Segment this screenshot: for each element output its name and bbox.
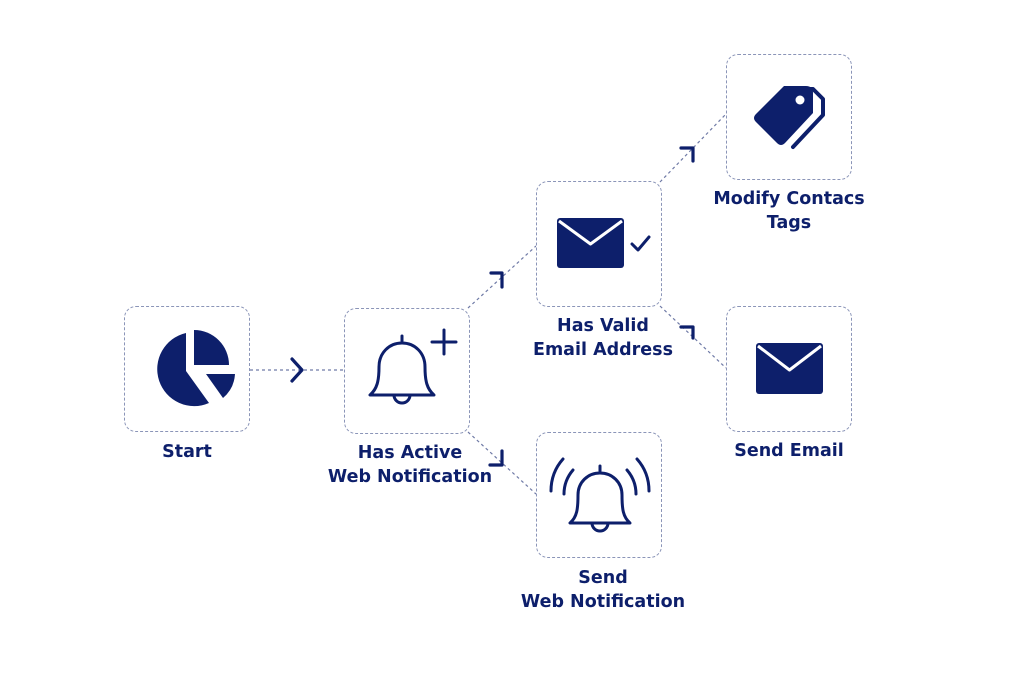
modify-contacs-tags-label: Modify Contacs Tags — [713, 189, 865, 233]
arrow-start-to-has-active — [290, 357, 304, 383]
arrow-has-active-to-send-web-notification — [488, 449, 504, 467]
send-email-label: Send Email — [734, 441, 844, 461]
arrow-has-active-to-has-valid — [489, 271, 504, 289]
modify-contacs-tags-node[interactable] — [726, 54, 852, 180]
connector-has-valid-to-modify-tags — [659, 113, 727, 183]
send-web-notification-label: Send Web Notification — [520, 568, 686, 612]
start-node[interactable] — [124, 306, 250, 432]
envelope-check-icon — [557, 218, 651, 268]
send-web-notification-node[interactable] — [536, 432, 662, 558]
send-email-node[interactable] — [726, 306, 852, 432]
has-valid-email-address-node[interactable] — [536, 181, 662, 307]
has-valid-email-address-label: Has Valid Email Address — [532, 316, 674, 360]
has-active-web-notification-label: Has Active Web Notification — [327, 443, 493, 487]
bell-plus-icon — [368, 328, 458, 405]
arrow-has-valid-to-modify-tags — [679, 146, 695, 163]
arrow-has-valid-to-send-email — [679, 325, 695, 340]
pie-chart-icon — [157, 330, 235, 407]
has-active-web-notification-node[interactable] — [344, 308, 470, 434]
start-label: Start — [162, 442, 212, 462]
tags-icon — [754, 86, 825, 149]
envelope-icon — [756, 343, 823, 394]
ringing-bell-icon — [549, 457, 651, 533]
